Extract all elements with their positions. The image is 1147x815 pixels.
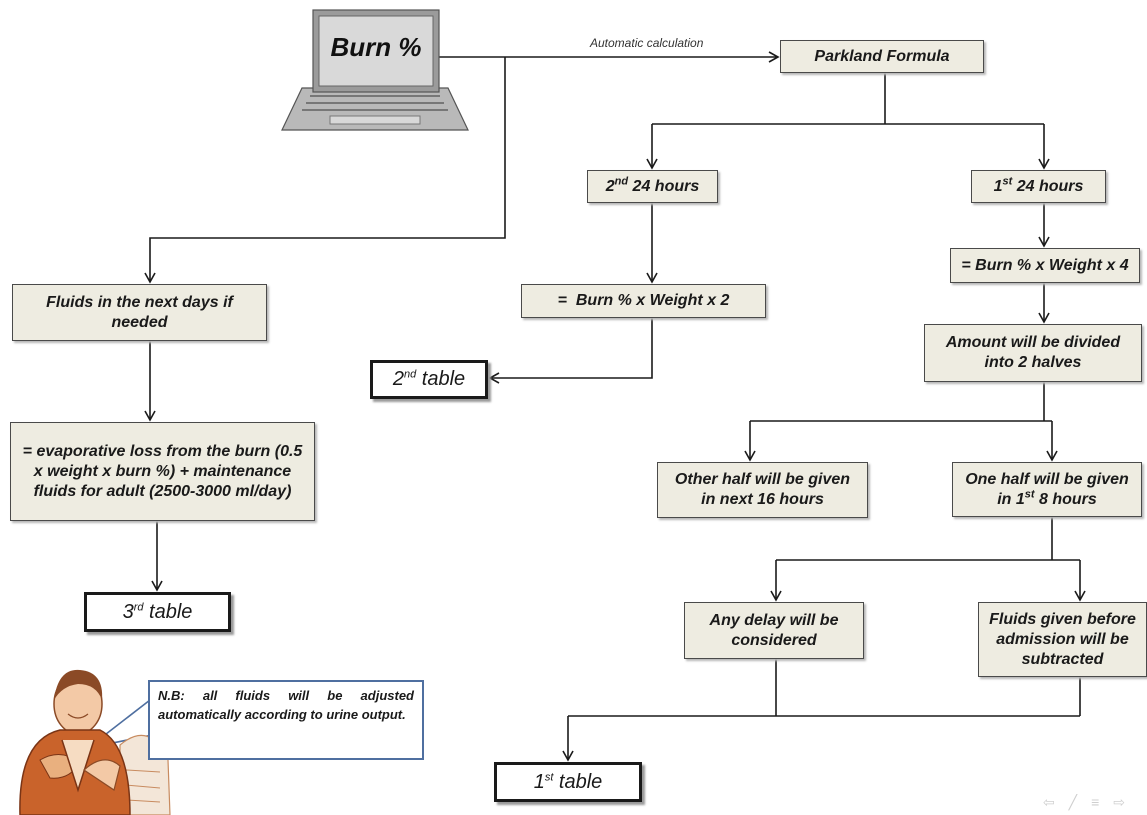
fluids-next-days-text: Fluids in the next days if needed (46, 293, 233, 331)
fluids-next-days-box: Fluids in the next days if needed (12, 284, 267, 341)
first-table-box: 1st table (494, 762, 642, 802)
amount-divided-box: Amount will be divided into 2 halves (924, 324, 1142, 382)
formula-x4-text: = Burn % x Weight x 4 (961, 256, 1129, 274)
third-table-text: 3rd table (122, 600, 193, 623)
first-table-text: 1st table (533, 770, 603, 793)
nb-note-callout: N.B: all fluids will be adjusted automat… (148, 680, 424, 760)
fluids-before-text: Fluids given before admission will be su… (989, 610, 1136, 668)
one-half-box: One half will be given in 1st 8 hours (952, 462, 1142, 517)
laptop-icon (281, 9, 469, 131)
amount-divided-text: Amount will be divided into 2 halves (945, 334, 1121, 371)
evaporative-loss-text: = evaporative loss from the burn (0.5 x … (22, 442, 303, 500)
parkland-formula-text: Parkland Formula (814, 47, 950, 65)
automatic-calculation-label: Automatic calculation (590, 36, 704, 50)
first-24-hours-text: 1st 24 hours (993, 175, 1084, 195)
fluids-before-box: Fluids given before admission will be su… (978, 602, 1147, 677)
other-half-text: Other half will be given in next 16 hour… (674, 471, 851, 508)
first-24-hours-box: 1st 24 hours (971, 170, 1106, 203)
second-24-hours-box: 2nd 24 hours (587, 170, 718, 203)
any-delay-text: Any delay will be considered (709, 611, 839, 649)
laptop-screen-label: Burn % (330, 32, 422, 62)
nav-arrows-icon[interactable]: ⇦╱≡⇨ (1042, 794, 1139, 810)
person-reading-icon (19, 669, 171, 815)
second-table-text: 2nd table (392, 368, 466, 390)
formula-x4-box: = Burn % x Weight x 4 (950, 248, 1140, 283)
any-delay-box: Any delay will be considered (684, 602, 864, 659)
formula-x2-text: = Burn % x Weight x 2 (557, 292, 730, 309)
formula-x2-box: = Burn % x Weight x 2 (521, 284, 766, 318)
evaporative-loss-box: = evaporative loss from the burn (0.5 x … (10, 422, 315, 521)
parkland-formula-box: Parkland Formula (780, 40, 984, 73)
second-24-hours-text: 2nd 24 hours (605, 175, 700, 195)
second-table-box: 2nd table (370, 360, 488, 399)
one-half-text: One half will be given in 1st 8 hours (965, 470, 1129, 508)
other-half-box: Other half will be given in next 16 hour… (657, 462, 868, 518)
third-table-box: 3rd table (84, 592, 231, 632)
